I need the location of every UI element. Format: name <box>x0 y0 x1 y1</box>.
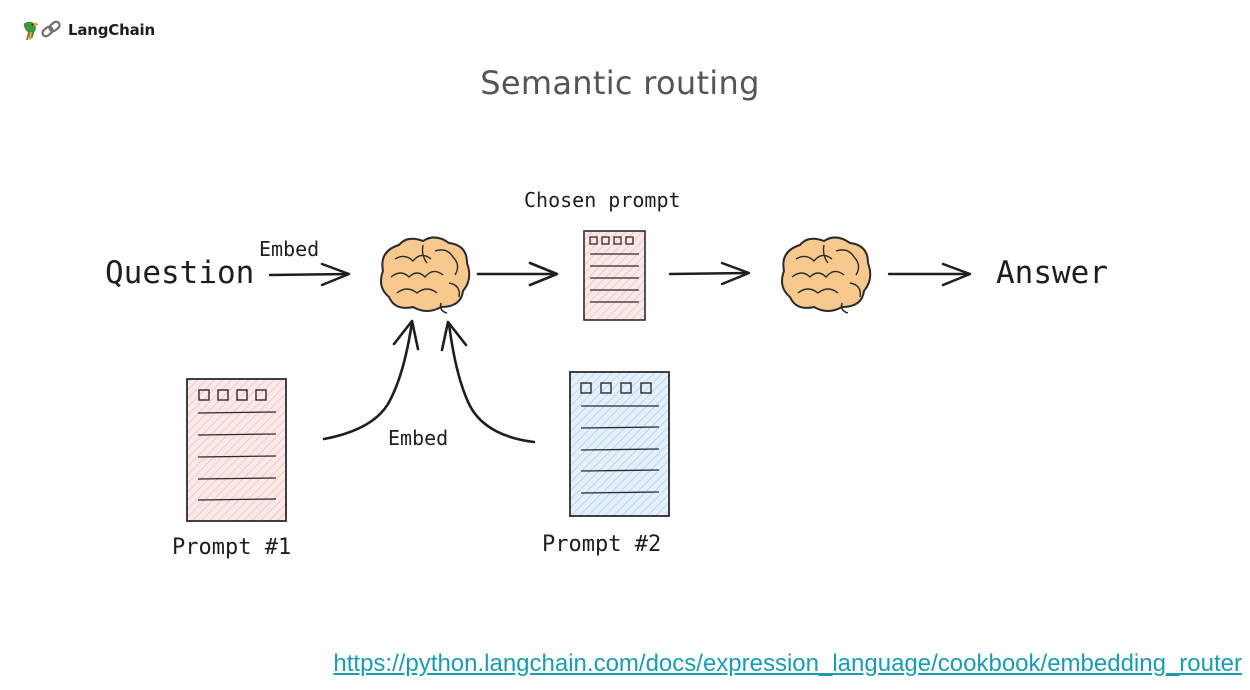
embed-bottom-label: Embed <box>388 426 448 450</box>
brain-icon-2 <box>781 236 872 314</box>
parrot-icon <box>23 21 38 41</box>
prompt-1-label: Prompt #1 <box>172 535 291 560</box>
embed-top-label: Embed <box>259 237 319 261</box>
page-title: Semantic routing <box>480 64 760 102</box>
prompt-1-document <box>186 378 287 522</box>
answer-label: Answer <box>996 255 1108 291</box>
arrow-prompt2-to-brain <box>440 320 536 444</box>
arrow-chosen-prompt-to-llm <box>668 261 751 286</box>
cookbook-link[interactable]: https://python.langchain.com/docs/expres… <box>333 650 1242 677</box>
arrow-brain-to-chosen-prompt <box>476 261 559 287</box>
chosen-prompt-label: Chosen prompt <box>524 188 681 212</box>
link-icon <box>41 20 61 38</box>
prompt-2-label: Prompt #2 <box>542 532 661 557</box>
chosen-prompt-document <box>583 230 646 321</box>
arrow-question-to-brain <box>268 262 351 287</box>
brain-icon-1 <box>380 236 471 314</box>
arrow-llm-to-answer <box>887 262 972 287</box>
question-label: Question <box>105 255 254 291</box>
arrow-prompt1-to-brain <box>322 319 420 441</box>
langchain-logo: LangChain <box>20 18 155 42</box>
parrot-link-icon <box>23 20 61 41</box>
logo-text: LangChain <box>68 21 155 39</box>
prompt-2-document <box>569 371 670 517</box>
